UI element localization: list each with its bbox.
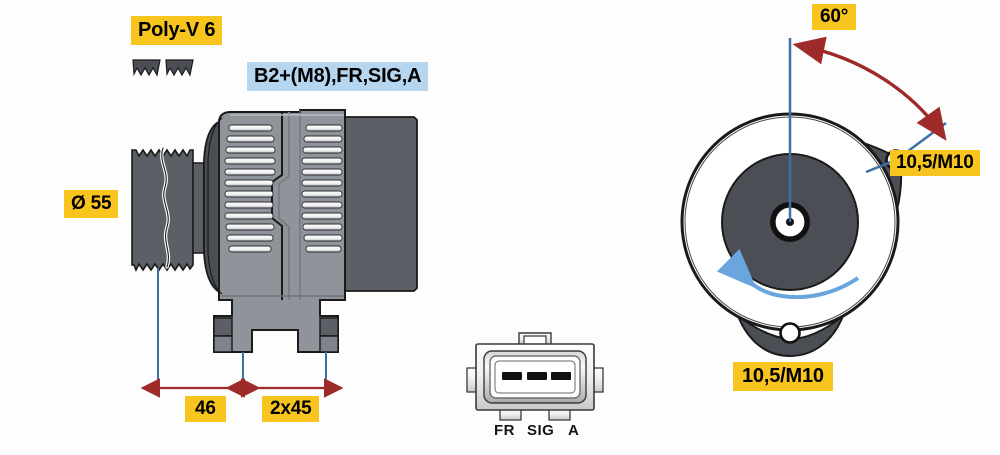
connector-pin-label-sig: SIG: [527, 422, 555, 439]
mounting-hole-lower: [779, 322, 801, 344]
poly-v-belt-profile-icon: [132, 59, 194, 77]
alternator-side-view: [131, 59, 418, 398]
label-terminals: B2+(M8),FR,SIG,A: [247, 62, 429, 91]
label-mount-bottom: 10,5/M10: [733, 362, 833, 391]
label-dimension-2x45: 2x45: [262, 396, 320, 422]
drive-end-nose: [203, 120, 220, 294]
connector-pin-label-a: A: [568, 422, 580, 439]
label-mount-right: 10,5/M10: [890, 150, 980, 176]
label-pulley-diameter: Ø 55: [64, 190, 119, 218]
angle-arc-arrow-icon: [792, 36, 947, 141]
vent-slots-front: [224, 124, 276, 253]
pin-blade-a: [551, 372, 571, 380]
pin-blade-fr: [502, 372, 522, 380]
rear-cover-block: [344, 116, 418, 292]
connector-front-view: [466, 332, 604, 421]
connector-pin-blades: [502, 372, 571, 380]
alternator-front-view: [680, 36, 947, 358]
pin-blade-sig: [527, 372, 547, 380]
mounting-feet: [213, 317, 339, 353]
pulley-assembly: [131, 146, 212, 272]
label-angle-60: 60°: [812, 4, 857, 30]
rotation-direction-arrow-icon: [716, 248, 860, 300]
label-dimension-46: 46: [185, 396, 226, 422]
alternator-housing-body: [213, 109, 346, 353]
connector-pin-label-fr: FR: [494, 422, 515, 439]
vent-slots-rear: [301, 124, 343, 253]
housing-parting-line: [271, 112, 283, 300]
label-poly-v-belt: Poly-V 6: [131, 16, 223, 45]
